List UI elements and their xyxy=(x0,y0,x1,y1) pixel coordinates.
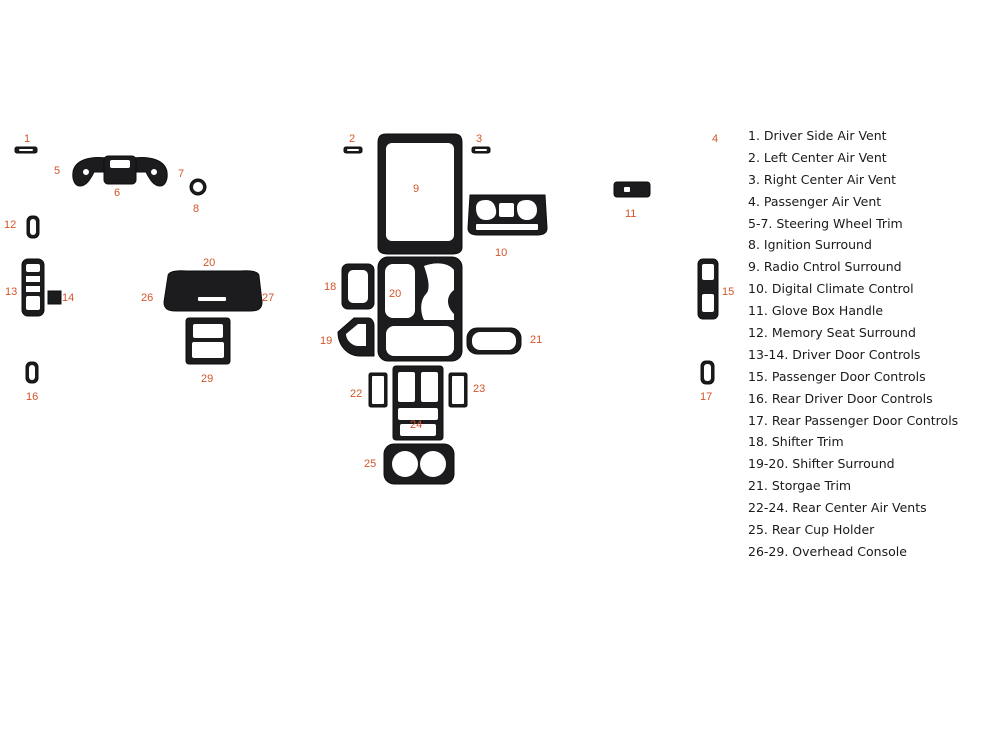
part-digital-climate-control xyxy=(467,194,548,236)
part-shifter-trim xyxy=(341,263,375,310)
part-steering-wheel-trim xyxy=(72,155,168,187)
part-driver-side-air-vent xyxy=(14,146,38,154)
legend-item: 5-7. Steering Wheel Trim xyxy=(748,215,903,231)
part-rear-driver-door-controls xyxy=(25,361,39,384)
callout-15: 15 xyxy=(722,286,735,298)
callout-20-shifter: 20 xyxy=(389,288,402,300)
legend-item: 10. Digital Climate Control xyxy=(748,281,914,297)
callout-23: 23 xyxy=(473,383,486,395)
callout-21: 21 xyxy=(530,334,543,346)
part-glove-box-handle xyxy=(613,181,651,198)
callout-10: 10 xyxy=(495,247,508,259)
legend-item: 12. Memory Seat Surround xyxy=(748,325,916,341)
legend-item: 26-29. Overhead Console xyxy=(748,543,907,559)
part-overhead-console xyxy=(163,270,263,312)
part-storage-trim xyxy=(466,327,522,355)
callout-24: 24 xyxy=(410,419,423,431)
part-left-center-air-vent xyxy=(343,146,363,154)
part-rear-center-air-vent-right xyxy=(448,372,468,408)
legend-item: 25. Rear Cup Holder xyxy=(748,522,875,538)
callout-9: 9 xyxy=(413,183,420,195)
callout-14: 14 xyxy=(62,292,75,304)
callout-26: 26 xyxy=(141,292,154,304)
part-memory-seat-surround xyxy=(26,215,40,239)
callout-4: 4 xyxy=(712,133,719,145)
callout-11: 11 xyxy=(625,208,637,220)
callout-1: 1 xyxy=(24,133,31,145)
callout-19: 19 xyxy=(320,335,333,347)
part-shifter-surround-small xyxy=(337,317,375,357)
callout-13: 13 xyxy=(5,286,18,298)
callout-22: 22 xyxy=(350,388,363,400)
part-radio-control-surround xyxy=(377,133,463,255)
legend-item: 9. Radio Cntrol Surround xyxy=(748,259,902,275)
part-rear-center-air-vent-left xyxy=(368,372,388,408)
part-passenger-door-controls xyxy=(697,258,719,320)
legend-item: 3. Right Center Air Vent xyxy=(748,171,897,187)
legend-item: 2. Left Center Air Vent xyxy=(748,149,887,165)
part-overhead-console-lower xyxy=(185,317,231,365)
part-rear-passenger-door-controls xyxy=(700,360,715,385)
legend-item: 15. Passenger Door Controls xyxy=(748,368,926,384)
callout-25: 25 xyxy=(364,458,377,470)
callout-16: 16 xyxy=(26,391,39,403)
callout-29: 29 xyxy=(201,373,214,385)
parts-legend: 1. Driver Side Air Vent 2. Left Center A… xyxy=(748,126,958,564)
part-shifter-surround-large xyxy=(377,256,463,362)
legend-item: 17. Rear Passenger Door Controls xyxy=(748,412,959,428)
part-rear-cup-holder xyxy=(383,443,455,485)
legend-item: 8. Ignition Surround xyxy=(748,237,872,253)
callout-17: 17 xyxy=(700,391,713,403)
callout-18: 18 xyxy=(324,281,337,293)
callout-2: 2 xyxy=(349,133,356,145)
legend-item: 1. Driver Side Air Vent xyxy=(748,128,887,143)
callout-3: 3 xyxy=(476,133,483,145)
legend-item: 4. Passenger Air Vent xyxy=(748,193,882,209)
callout-27: 27 xyxy=(262,292,275,304)
part-driver-door-controls xyxy=(21,258,62,317)
legend-item: 22-24. Rear Center Air Vents xyxy=(748,500,927,516)
callout-7: 7 xyxy=(178,168,185,180)
part-ignition-surround xyxy=(189,178,207,196)
callout-20-overhead: 20 xyxy=(203,257,216,269)
legend-item: 11. Glove Box Handle xyxy=(748,303,884,319)
callout-8: 8 xyxy=(193,203,200,215)
callout-5: 5 xyxy=(54,165,61,177)
part-rear-center-air-vent-middle xyxy=(392,365,444,441)
callout-12: 12 xyxy=(4,219,17,231)
legend-item: 13-14. Driver Door Controls xyxy=(748,346,921,362)
callout-6: 6 xyxy=(114,187,121,199)
legend-item: 18. Shifter Trim xyxy=(748,434,844,450)
part-right-center-air-vent xyxy=(471,146,491,154)
legend-item: 19-20. Shifter Surround xyxy=(748,456,895,472)
legend-item: 21. Storgae Trim xyxy=(748,478,852,494)
legend-item: 16. Rear Driver Door Controls xyxy=(748,390,933,406)
